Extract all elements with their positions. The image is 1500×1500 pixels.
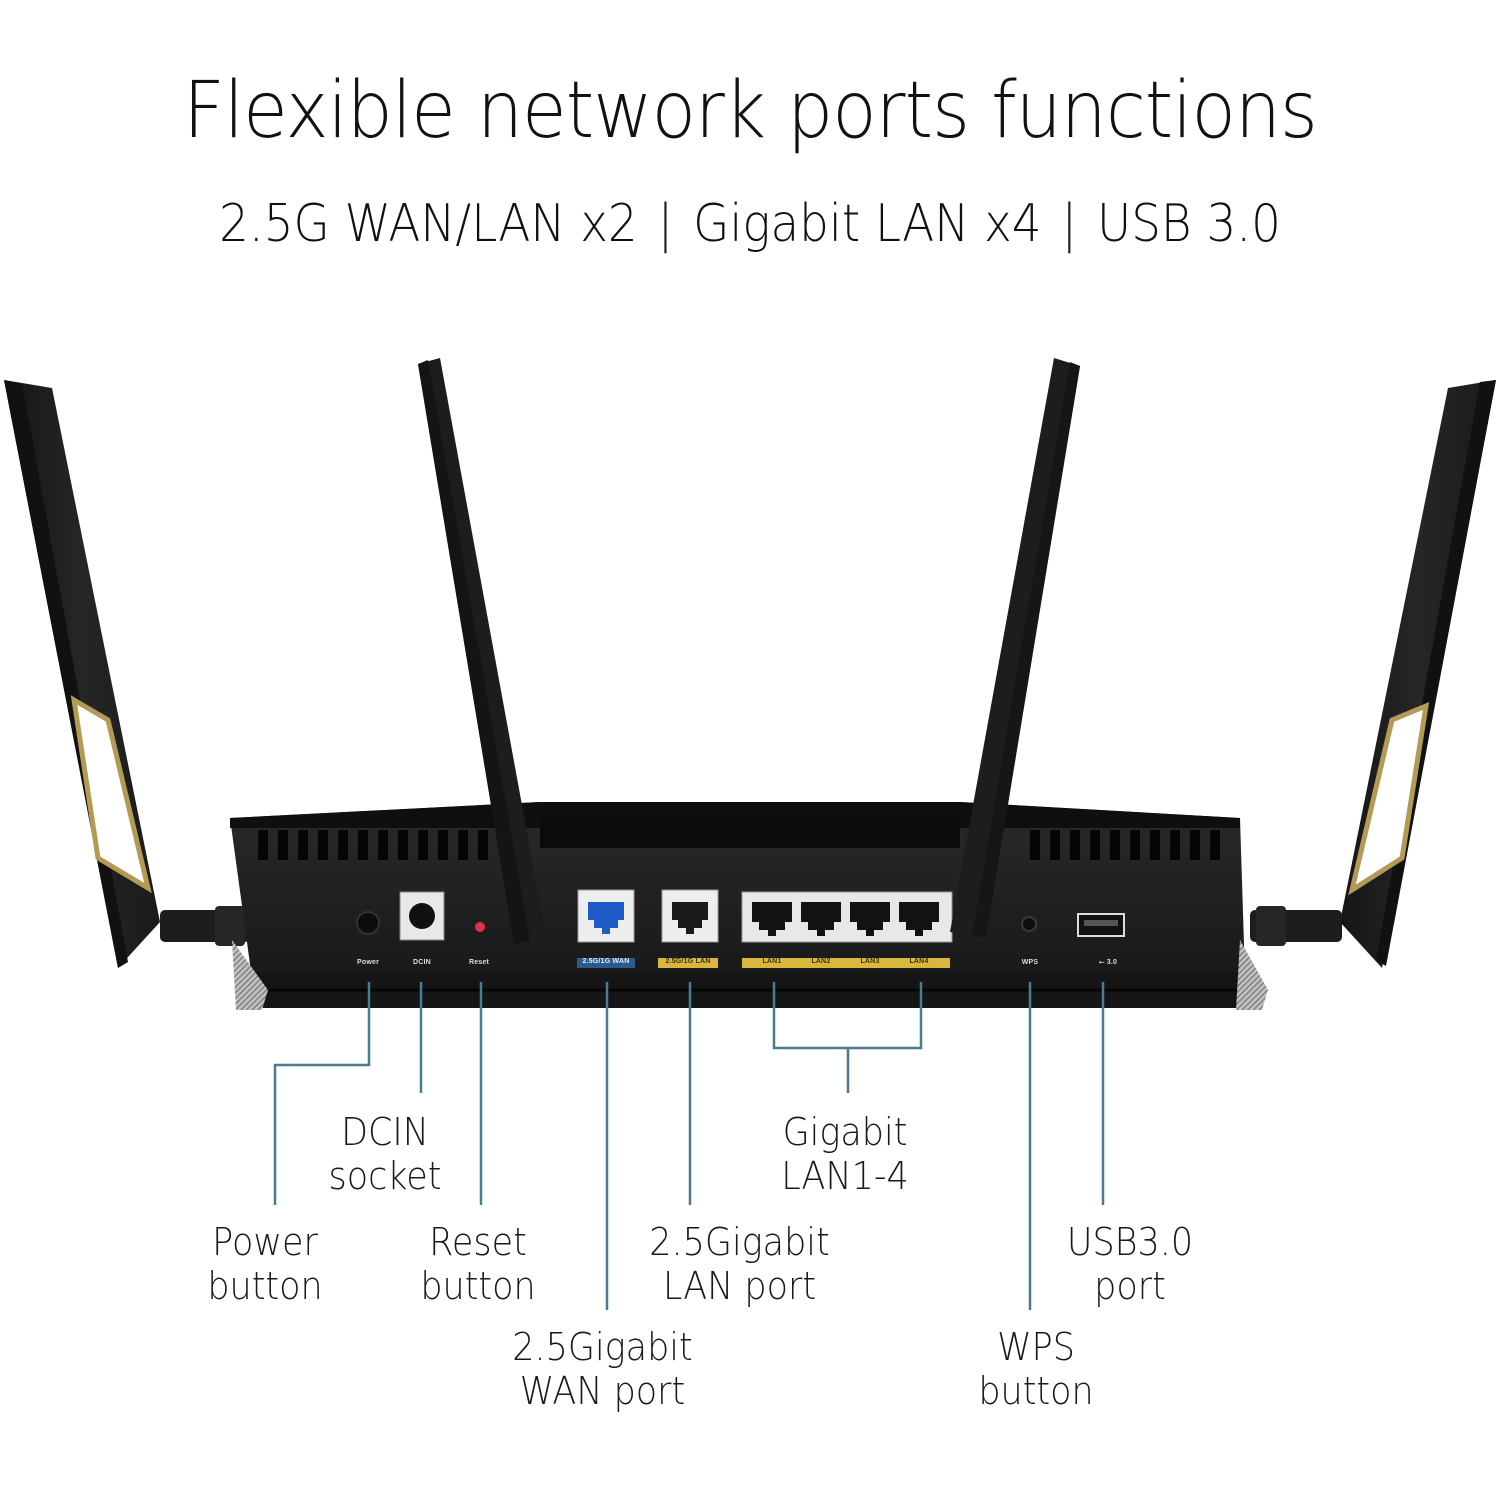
callout-dcin: DCIN socket [328, 1110, 442, 1198]
dcin-socket [399, 891, 445, 941]
panel-label-lan3: LAN3 [860, 958, 880, 965]
callout-lan25: 2.5Gigabit LAN port [649, 1220, 830, 1308]
panel-label-wan: 2.5G/1G WAN [582, 958, 630, 965]
panel-label-power: Power [356, 959, 379, 966]
panel-label-reset: Reset [468, 959, 490, 966]
power-button[interactable] [356, 911, 380, 935]
callout-reset: Reset button [420, 1220, 536, 1308]
page-subtitle: 2.5G WAN/LAN x2|Gigabit LAN x4|USB 3.0 [75, 198, 1425, 250]
callout-gigabit-lan: Gigabit LAN1-4 [781, 1110, 909, 1198]
callout-lines [273, 982, 1105, 1310]
power-callout-line [273, 982, 371, 1205]
callout-wan: 2.5Gigabit WAN port [512, 1325, 693, 1413]
wps-button[interactable] [1021, 916, 1037, 932]
panel-label-lan1: LAN1 [762, 958, 782, 965]
page-title: Flexible network ports functions [183, 66, 1318, 156]
panel-label-lan25: 2.5G/1G LAN [665, 958, 711, 965]
wan-label-plate [577, 958, 635, 968]
panel-label-lan2: LAN2 [811, 958, 831, 965]
reset-button[interactable] [475, 922, 485, 932]
panel-label-dcin: DCIN [413, 959, 431, 966]
subtitle-usb: USB 3.0 [1096, 194, 1281, 254]
right-blade-antenna [1250, 380, 1496, 968]
lan25-label-plate [658, 958, 718, 968]
subtitle-separator: | [657, 194, 674, 254]
left-blade-antenna [4, 380, 250, 968]
lan25-port [661, 889, 719, 943]
middle-left-antenna [418, 358, 546, 944]
lan-ports-block [741, 891, 953, 943]
subtitle-gigabit-lan: Gigabit LAN x4 [693, 194, 1042, 254]
callout-power: Power button [207, 1220, 323, 1308]
panel-label-usb: ⭠ 3.0 [1098, 959, 1118, 966]
usb-port [1077, 913, 1125, 937]
panel-label-wps: WPS [1021, 959, 1039, 966]
subtitle-separator: | [1061, 194, 1078, 254]
callout-usb: USB3.0 port [1066, 1220, 1194, 1308]
lan-label-plate [742, 958, 950, 968]
middle-right-antenna [950, 358, 1080, 938]
wan-port [577, 889, 635, 943]
panel-label-lan4: LAN4 [909, 958, 929, 965]
callout-wps: WPS button [978, 1325, 1094, 1413]
subtitle-wan-lan: 2.5G WAN/LAN x2 [219, 194, 638, 254]
usb-icon: ⭠ [1098, 959, 1107, 966]
